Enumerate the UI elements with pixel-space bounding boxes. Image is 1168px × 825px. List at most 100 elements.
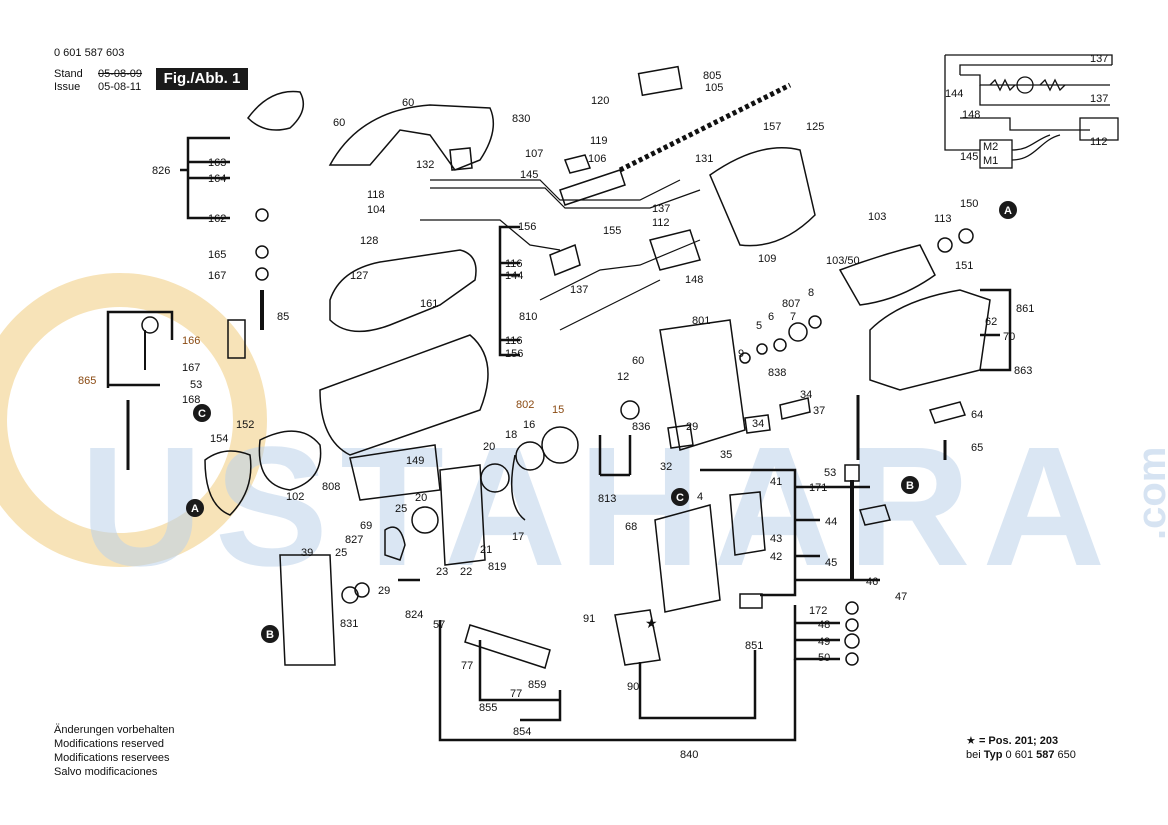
guide-housing: [654, 504, 721, 613]
label-part: 60: [402, 97, 414, 109]
label-part: 167: [182, 362, 200, 374]
label-part: 77: [461, 660, 473, 672]
label-part: M1: [983, 155, 998, 167]
star-icon: ★: [966, 735, 976, 747]
label-plate: [637, 65, 683, 97]
label-part: 801: [692, 315, 710, 327]
label-part: 808: [322, 481, 340, 493]
label-part: 112: [1090, 136, 1108, 148]
circle-callouts: A A B B C C: [186, 201, 1017, 643]
power-cable: [618, 82, 792, 173]
label-part: 68: [625, 521, 637, 533]
cover-plate: [439, 464, 486, 566]
watermark-text: USTAHARA: [80, 412, 1117, 602]
note-line: Salvo modificaciones: [54, 766, 158, 778]
label-part: 854: [513, 726, 531, 738]
label-part: 29: [378, 585, 390, 597]
label-part: 20: [483, 441, 495, 453]
callout-a-2: A: [191, 503, 199, 515]
typ-prefix: bei: [966, 749, 984, 761]
label-part: 144: [505, 270, 523, 282]
label-part: 128: [360, 235, 378, 247]
label-part: 824: [405, 609, 423, 621]
label-part: 70: [1003, 331, 1015, 343]
label-part: 827: [345, 534, 363, 546]
label-part: 65: [971, 442, 983, 454]
base-plate: [869, 289, 991, 391]
label-part: 112: [652, 217, 670, 229]
label-part: 172: [809, 605, 827, 617]
label-part: 44: [825, 516, 837, 528]
figure-label: Fig./Abb. 1: [156, 68, 248, 90]
housing-cover: [709, 147, 816, 247]
label-part: 35: [720, 449, 732, 461]
star-line: = Pos. 201; 203: [978, 735, 1059, 747]
label-part: 859: [528, 679, 546, 691]
label-part: 145: [960, 151, 978, 163]
label-part: 826: [152, 165, 170, 177]
label-part: 155: [603, 225, 621, 237]
spring-166: [227, 319, 246, 359]
seal-808: [349, 444, 441, 501]
label-part: 851: [745, 640, 763, 652]
label-part: 60: [632, 355, 644, 367]
label-part: 148: [685, 274, 703, 286]
label-part: 47: [895, 591, 907, 603]
label-part: 120: [591, 95, 609, 107]
label-part: 91: [583, 613, 595, 625]
label-part: 37: [813, 405, 825, 417]
label-part: 46: [866, 576, 878, 588]
issue-label: Issue: [54, 81, 81, 93]
label-part: 29: [686, 421, 698, 433]
label-part: 6: [768, 311, 774, 323]
label-part: 171: [809, 482, 827, 494]
note-line: Modifications reservees: [54, 752, 170, 764]
label-part: 813: [598, 493, 616, 505]
label-part: 116: [505, 258, 523, 270]
label-part: 132: [416, 159, 434, 171]
typ-b: 587: [1036, 749, 1055, 761]
label-part: 53: [190, 379, 202, 391]
label-part: 103/50: [826, 255, 860, 267]
label-part: M2: [983, 141, 998, 153]
label-part: 164: [208, 173, 226, 185]
label-part: 145: [520, 169, 538, 181]
label-part: 90: [627, 681, 639, 693]
label-part: 25: [395, 503, 407, 515]
label-part: 53: [824, 467, 836, 479]
label-part: 34: [752, 418, 764, 430]
label-part: 157: [763, 121, 781, 133]
label-part: 105: [705, 82, 723, 94]
label-part: 156: [505, 348, 523, 360]
callout-b-2: B: [266, 629, 274, 641]
label-part: 162: [208, 213, 226, 225]
label-part: 819: [488, 561, 506, 573]
label-part: 107: [525, 148, 543, 160]
label-part: 154: [210, 433, 228, 445]
label-part: 57: [433, 619, 445, 631]
label-part: 109: [758, 253, 776, 265]
label-part: 149: [406, 455, 424, 467]
housing-half: [329, 249, 477, 333]
callout-a-1: A: [1004, 205, 1012, 217]
label-part: 60: [333, 117, 345, 129]
nut-865: [141, 316, 159, 334]
label-part: 21: [480, 544, 492, 556]
label-part: 5: [756, 320, 762, 332]
gasket-plate: [279, 554, 336, 666]
stand-label: Stand: [54, 68, 83, 80]
label-part: 22: [460, 566, 472, 578]
callout-c-1: C: [198, 408, 206, 420]
old-date: 05-08-09: [98, 68, 143, 80]
label-part: 4: [697, 491, 703, 503]
label-part: 43: [770, 533, 782, 545]
label-part: 8: [808, 287, 814, 299]
label-part: 119: [590, 135, 608, 147]
handle-cap: [247, 90, 305, 131]
label-part: 104: [367, 204, 385, 216]
star-marker: ★: [645, 615, 658, 631]
callout-c-2: C: [676, 492, 684, 504]
part-labels: 60 60 826 163 164 162 165 167 85 166 167…: [78, 53, 1108, 761]
label-part: 127: [350, 270, 368, 282]
